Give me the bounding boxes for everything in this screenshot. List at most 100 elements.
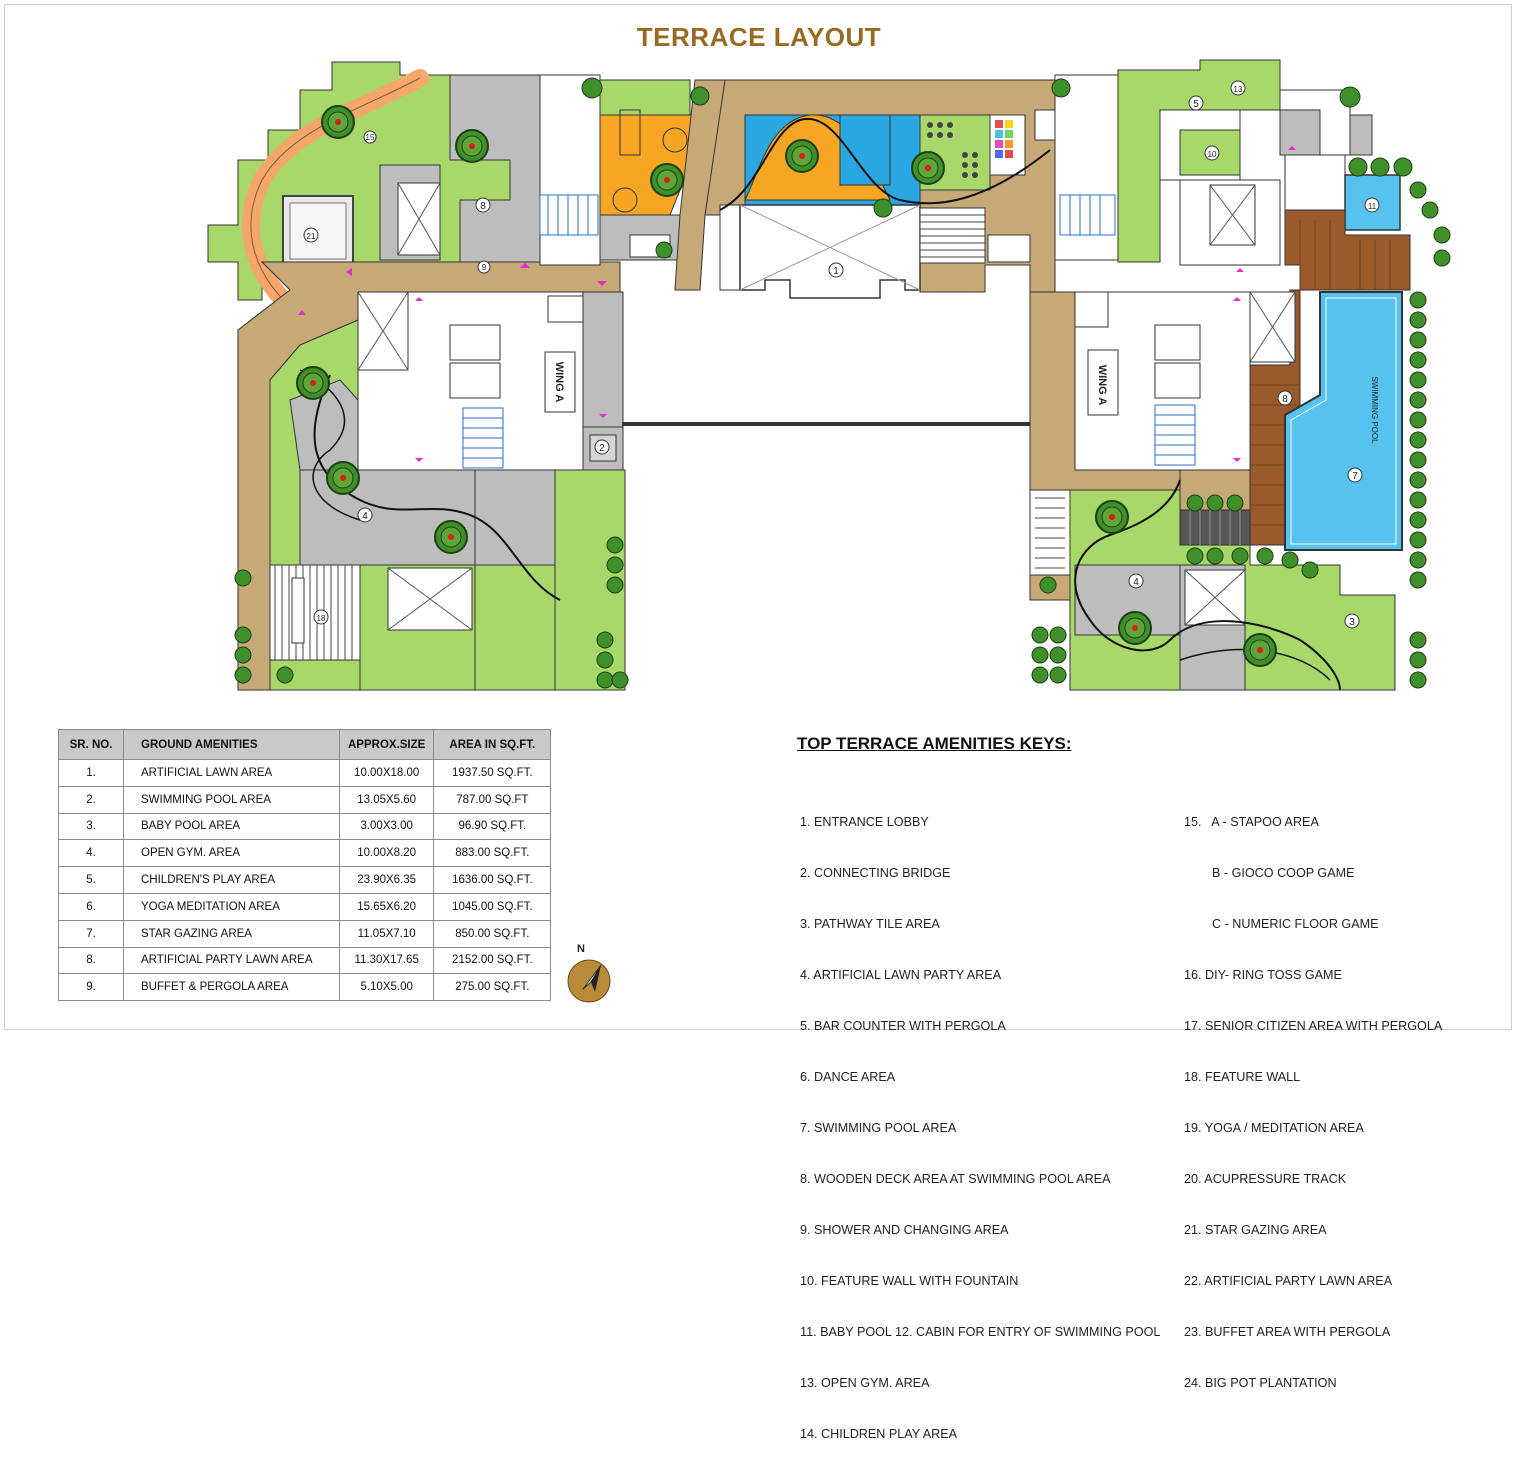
cell-size: 3.00X3.00: [338, 812, 435, 841]
zone-marker-5: 5: [1188, 95, 1204, 111]
svg-text:18: 18: [317, 614, 326, 623]
pot-icon: [1243, 633, 1277, 667]
svg-text:8: 8: [1282, 394, 1288, 405]
key-item: 2. CONNECTING BRIDGE: [800, 866, 951, 880]
pot-icon: [326, 461, 360, 495]
cell-sr: 2.: [58, 785, 124, 814]
pot-icon: [455, 129, 489, 163]
zone-marker-3: 3: [1344, 613, 1360, 629]
zone-marker-1: 1: [828, 262, 844, 278]
key-item: 17. SENIOR CITIZEN AREA WITH PERGOLA: [1184, 1019, 1443, 1033]
cell-amenity: CHILDREN'S PLAY AREA: [123, 866, 340, 894]
keys-list-right: 15. A - STAPOO AREA B - GIOCO COOP GAME …: [1184, 780, 1442, 1409]
cell-size: 5.10X5.00: [338, 973, 435, 1002]
cell-sr: 1.: [58, 759, 124, 787]
svg-text:11: 11: [1368, 202, 1377, 211]
cell-amenity: BABY POOL AREA: [123, 812, 340, 841]
center-top: [622, 79, 1056, 426]
cell-area: 96.90 SQ.FT.: [433, 812, 552, 841]
key-item: 11. BABY POOL 12. CABIN FOR ENTRY OF SWI…: [800, 1325, 1161, 1339]
svg-text:13: 13: [1234, 85, 1243, 94]
cell-area: 1045.00 SQ.FT.: [433, 892, 552, 921]
pot-icon: [785, 139, 819, 173]
svg-text:2: 2: [599, 443, 605, 454]
svg-text:15: 15: [366, 133, 375, 142]
zone-marker-8b: 8: [475, 197, 491, 213]
cell-sr: 7.: [58, 919, 124, 948]
zone-marker-4: 4: [357, 507, 373, 523]
zone-marker-15: 15: [363, 130, 377, 144]
big-pot-plantation: [296, 105, 1277, 667]
zone-marker-11: 11: [1364, 197, 1380, 213]
cell-amenity: BUFFET & PERGOLA AREA: [123, 973, 340, 1002]
cell-area: 1636.00 SQ.FT.: [433, 866, 552, 894]
key-item: 24. BIG POT PLANTATION: [1184, 1376, 1337, 1390]
key-item: 7. SWIMMING POOL AREA: [800, 1121, 957, 1135]
cell-area: 787.00 SQ.FT: [433, 785, 552, 814]
key-item: 13. OPEN GYM. AREA: [800, 1376, 930, 1390]
table-header-row: SR. NO. GROUND AMENITIES APPROX.SIZE ARE…: [58, 729, 552, 760]
pot-icon: [911, 151, 945, 185]
cell-area: 883.00 SQ.FT.: [433, 839, 552, 868]
cell-amenity: ARTIFICIAL PARTY LAWN AREA: [123, 946, 340, 975]
left-wing: WING A: [207, 61, 701, 691]
cell-area: 275.00 SQ.FT.: [433, 973, 552, 1002]
pool-label: SWIMMING POOL: [1370, 376, 1379, 444]
cell-size: 10.00X18.00: [338, 759, 435, 787]
cell-area: 2152.00 SQ.FT.: [433, 946, 552, 975]
zone-marker-9: 9: [477, 260, 491, 274]
zone-marker-10: 10: [1204, 145, 1220, 161]
keys-list-left: 1. ENTRANCE LOBBY 2. CONNECTING BRIDGE 3…: [800, 780, 1160, 1460]
header-area: AREA IN SQ.FT.: [433, 729, 552, 760]
wing-label-right: WING A: [1096, 365, 1108, 406]
key-item: 6. DANCE AREA: [800, 1070, 896, 1084]
pot-icon: [650, 163, 684, 197]
key-item: 22. ARTIFICIAL PARTY LAWN AREA: [1184, 1274, 1393, 1288]
key-item: 4. ARTIFICIAL LAWN PARTY AREA: [800, 968, 1002, 982]
svg-text:5: 5: [1193, 99, 1199, 110]
zone-markers: 1 2 3 4 4 5 7 8 8 9 10 11 13 15 18 21: [303, 80, 1380, 629]
pot-icon: [434, 520, 468, 554]
cell-size: 15.65X6.20: [338, 892, 435, 921]
cell-amenity: SWIMMING POOL AREA: [123, 785, 340, 814]
cell-sr: 9.: [58, 973, 124, 1002]
pot-icon: [321, 105, 355, 139]
cell-sr: 8.: [58, 946, 124, 975]
key-item: 23. BUFFET AREA WITH PERGOLA: [1184, 1325, 1391, 1339]
entrance-lobby: [739, 204, 921, 299]
key-item: 5. BAR COUNTER WITH PERGOLA: [800, 1019, 1006, 1033]
svg-text:4: 4: [1133, 577, 1139, 588]
wing-label-left: WING A: [553, 362, 565, 403]
cell-size: 10.00X8.20: [338, 839, 435, 868]
key-item: 15. A - STAPOO AREA: [1184, 815, 1319, 829]
cell-size: 11.05X7.10: [338, 919, 435, 948]
cell-sr: 4.: [58, 839, 124, 868]
pot-icon: [1118, 611, 1152, 645]
svg-text:21: 21: [307, 232, 316, 241]
page-frame: [4, 4, 1512, 1030]
key-item: 21. STAR GAZING AREA: [1184, 1223, 1327, 1237]
cell-amenity: YOGA MEDITATION AREA: [123, 892, 340, 921]
svg-text:1: 1: [833, 266, 839, 277]
key-item: 1. ENTRANCE LOBBY: [800, 815, 929, 829]
key-item: C - NUMERIC FLOOR GAME: [1184, 917, 1379, 931]
cell-size: 11.30X17.65: [338, 946, 435, 975]
cell-size: 13.05X5.60: [338, 785, 435, 814]
svg-text:3: 3: [1349, 617, 1355, 628]
header-amenities: GROUND AMENITIES: [123, 729, 340, 760]
cell-amenity: STAR GAZING AREA: [123, 919, 340, 948]
key-item: 20. ACUPRESSURE TRACK: [1184, 1172, 1347, 1186]
cell-area: 850.00 SQ.FT.: [433, 919, 552, 948]
zone-marker-2: 2: [594, 439, 610, 455]
svg-text:4: 4: [362, 511, 368, 522]
cell-area: 1937.50 SQ.FT.: [433, 759, 552, 787]
key-item: 16. DIY- RING TOSS GAME: [1184, 968, 1342, 982]
lawn-lower-right: [474, 469, 556, 566]
